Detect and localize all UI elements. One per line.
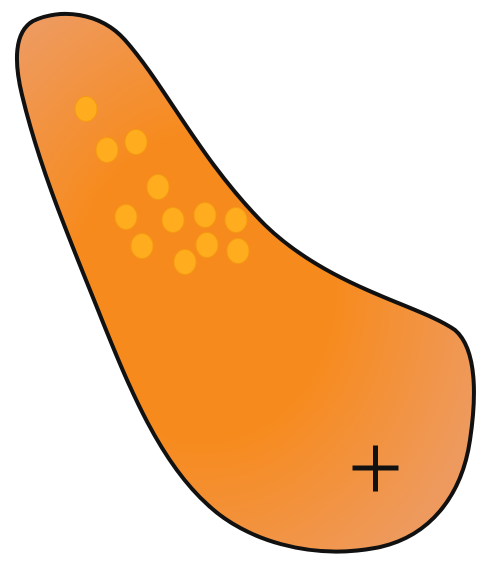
granule [147, 175, 169, 200]
granule [225, 208, 247, 233]
granule [194, 203, 216, 228]
cell-body [17, 14, 474, 552]
granule [125, 130, 147, 155]
granule [227, 239, 249, 264]
granule [115, 205, 137, 230]
granule [75, 97, 97, 122]
granule [96, 138, 118, 163]
granule [196, 233, 218, 258]
granule [174, 250, 196, 275]
granule [131, 234, 153, 259]
granule [162, 208, 184, 233]
